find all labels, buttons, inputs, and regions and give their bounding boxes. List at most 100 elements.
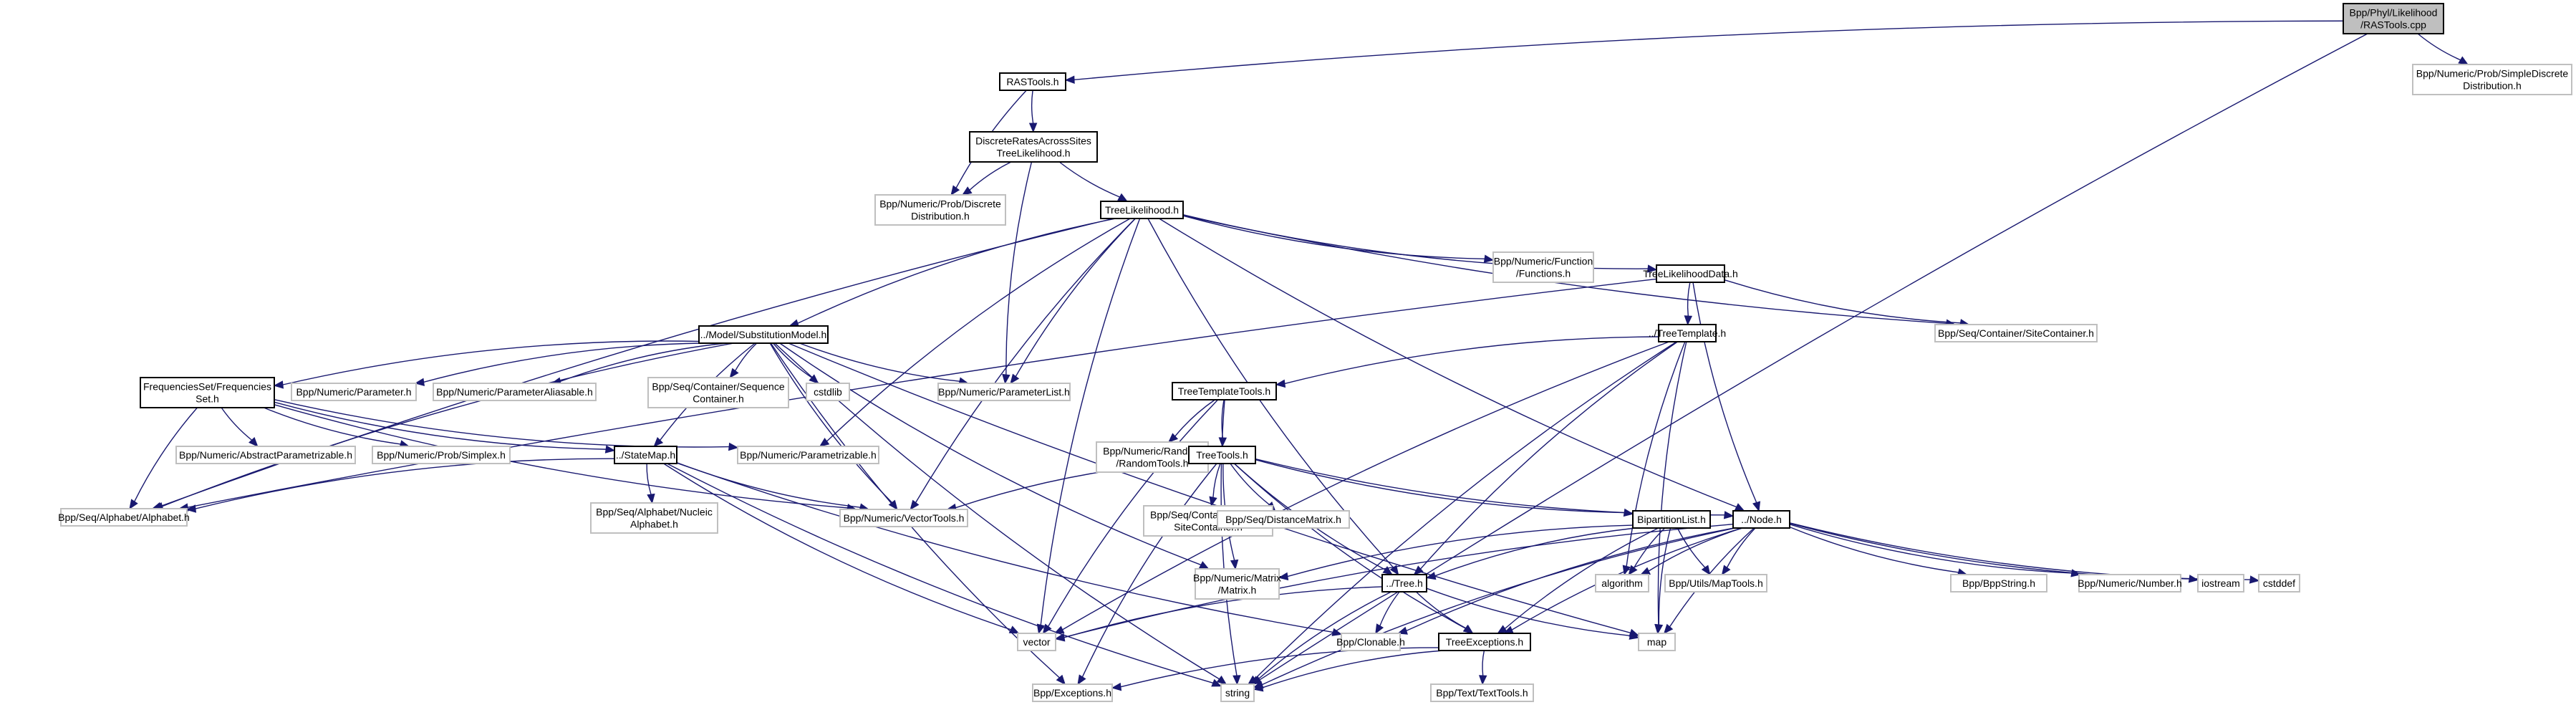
edge-line xyxy=(1159,218,1737,508)
node-box xyxy=(2412,64,2572,95)
node-box xyxy=(874,194,1006,226)
node-statemap[interactable]: ../StateMap.h xyxy=(614,446,677,464)
edge-line xyxy=(1233,463,1466,629)
arrowhead-icon xyxy=(1654,623,1664,635)
edge-treetools-to-treeexceptions xyxy=(1233,463,1474,634)
arrowhead-icon xyxy=(2458,56,2469,65)
edge-line xyxy=(1257,591,1392,680)
edge-line xyxy=(1415,591,1467,629)
edge-line xyxy=(1379,591,1400,626)
node-box xyxy=(1658,324,1717,342)
arrowhead-icon xyxy=(1042,623,1052,635)
node-abstractparam: Bpp/Numeric/AbstractParametrizable.h xyxy=(175,446,356,464)
node-box xyxy=(2197,574,2244,593)
edge-line xyxy=(1426,587,1631,637)
edge-treetemplate-to-tree-h xyxy=(1413,341,1678,575)
node-label: ../Model/SubstitutionModel.h xyxy=(700,329,827,340)
arrowhead-icon xyxy=(1723,511,1735,519)
arrowhead-icon xyxy=(961,186,973,196)
edge-line xyxy=(187,278,1657,508)
edge-line xyxy=(1015,218,1136,377)
node-tldata[interactable]: TreeLikelihoodData.h xyxy=(1643,264,1738,283)
edge-line xyxy=(1504,527,1659,629)
node-layer: Bpp/Phyl/Likelihood/RASTools.cppRASTools… xyxy=(58,3,2572,702)
edge-tldata-to-node-h xyxy=(1692,282,1761,512)
arrowhead-icon xyxy=(1478,675,1487,686)
edge-tldata-to-sitecontainer xyxy=(1724,279,1970,327)
arrowhead-icon xyxy=(414,378,425,386)
edge-treetemplatetools-to-vector xyxy=(1042,399,1219,635)
node-freqset[interactable]: FrequenciesSet/FrequenciesSet.h xyxy=(140,377,275,408)
edge-node-h-to-maptools xyxy=(1721,527,1756,576)
node-label: Bpp/Numeric/Parametrizable.h xyxy=(740,449,877,461)
node-tree-h[interactable]: ../Tree.h xyxy=(1381,574,1427,593)
edge-line xyxy=(264,407,401,445)
node-treetemplatetools[interactable]: TreeTemplateTools.h xyxy=(1172,382,1277,400)
node-vector: vector xyxy=(1017,633,1056,651)
arrowhead-icon xyxy=(647,493,655,504)
edge-line xyxy=(1254,341,1677,680)
edge-treelik-to-paramlist xyxy=(1010,218,1136,385)
edge-line xyxy=(797,218,1116,324)
node-label: iostream xyxy=(2201,577,2240,589)
edge-line xyxy=(1284,336,1659,385)
node-box xyxy=(1492,251,1594,283)
edge-drastl-to-paramlist xyxy=(1002,161,1033,385)
node-map: map xyxy=(1638,633,1676,651)
node-root[interactable]: Bpp/Phyl/Likelihood/RASTools.cpp xyxy=(2343,3,2444,34)
node-label: map xyxy=(1647,636,1666,648)
edge-treelik-to-vectortools xyxy=(910,218,1136,511)
edge-freqset-to-abstractparam xyxy=(221,407,259,447)
edge-treetools-to-bipartition xyxy=(1255,459,1634,517)
arrowhead-icon xyxy=(1463,624,1474,634)
edge-treeexceptions-to-string xyxy=(1253,650,1443,692)
arrowhead-icon xyxy=(1663,623,1674,634)
arrowhead-icon xyxy=(1721,565,1731,576)
node-box xyxy=(1195,568,1280,600)
edge-treeexceptions-to-texttools xyxy=(1478,650,1487,686)
node-box xyxy=(614,446,677,464)
node-treetemplate[interactable]: ../TreeTemplate.h xyxy=(1649,324,1726,342)
node-submodel[interactable]: ../Model/SubstitutionModel.h xyxy=(698,325,829,344)
node-rastools-h[interactable]: RASTools.h xyxy=(999,72,1066,91)
node-label: Bpp/Numeric/ParameterAliasable.h xyxy=(436,386,593,398)
node-label: cstdlib xyxy=(814,386,842,398)
node-node-h[interactable]: ../Node.h xyxy=(1732,510,1790,529)
edge-treetemplate-to-treetemplatetools xyxy=(1275,336,1659,388)
node-label: Bpp/Numeric/Matrix xyxy=(1193,572,1281,584)
node-box xyxy=(1595,574,1649,593)
node-label: TreeLikelihoodData.h xyxy=(1643,268,1738,279)
node-texttools: Bpp/Text/TextTools.h xyxy=(1430,683,1534,702)
edge-tree-h-to-map xyxy=(1426,587,1640,640)
arrowhead-icon xyxy=(1253,683,1264,692)
edge-line xyxy=(1626,341,1686,567)
edge-line xyxy=(1789,524,2072,574)
node-label: /RASTools.cpp xyxy=(2360,19,2426,31)
edge-freqset-to-statemap xyxy=(274,401,616,454)
arrowhead-icon xyxy=(1375,623,1384,635)
arrowhead-icon xyxy=(129,499,138,510)
arrowhead-icon xyxy=(1622,565,1631,576)
node-bipartition[interactable]: BipartitionList.h xyxy=(1632,510,1711,529)
edge-tree-h-to-treeexceptions xyxy=(1415,591,1474,634)
node-alphabet: Bpp/Seq/Alphabet/Alphabet.h xyxy=(58,508,190,527)
node-treetools[interactable]: TreeTools.h xyxy=(1188,446,1256,464)
arrowhead-icon xyxy=(1413,565,1424,575)
node-box xyxy=(1341,633,1401,651)
node-label: TreeLikelihood.h xyxy=(997,148,1071,159)
edge-line xyxy=(1789,522,2190,580)
edge-node-h-to-iostream xyxy=(1789,522,2199,583)
edge-drastl-to-discrete-dist xyxy=(961,161,1012,196)
edge-line xyxy=(769,342,893,503)
node-box xyxy=(1017,633,1056,651)
node-treelik[interactable]: TreeLikelihood.h xyxy=(1100,201,1184,219)
edge-line xyxy=(1220,399,1238,676)
node-label: ../TreeTemplate.h xyxy=(1649,327,1726,339)
node-cstddef: cstddef xyxy=(2258,574,2300,593)
node-box xyxy=(1172,382,1277,400)
node-box xyxy=(1100,201,1184,219)
node-treeexceptions[interactable]: TreeExceptions.h xyxy=(1438,633,1531,651)
edge-line xyxy=(1692,282,1757,503)
